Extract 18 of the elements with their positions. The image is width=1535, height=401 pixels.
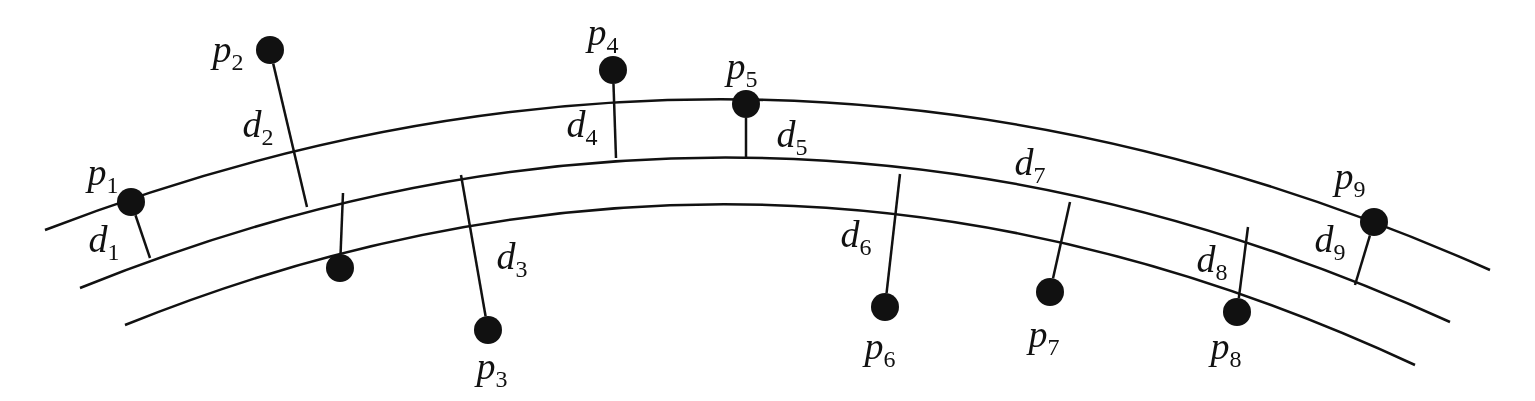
point-label: p$_{7}$	[1028, 311, 1060, 362]
point-label: p$_{6}$	[864, 323, 896, 374]
point-label: p$_{5}$	[726, 43, 758, 94]
distance-label: d$_{8}$	[1196, 236, 1228, 287]
distance-label: d$_{6}$	[840, 211, 872, 262]
point-label: p$_{3}$	[476, 343, 508, 394]
distance-label: d$_{3}$	[496, 233, 528, 284]
point-label: p$_{4}$	[587, 9, 619, 60]
point-label: p$_{1}$	[87, 149, 119, 200]
distance-label: d$_{9}$	[1314, 216, 1346, 267]
point-label: p$_{8}$	[1210, 323, 1242, 374]
distance-label: d$_{2}$	[242, 101, 274, 152]
point-label: p$_{9}$	[1334, 153, 1366, 204]
distance-label: d$_{4}$	[566, 101, 598, 152]
point-label: p$_{2}$	[212, 26, 244, 77]
distance-label: d$_{7}$	[1014, 139, 1046, 190]
distance-label: d$_{5}$	[776, 111, 808, 162]
distance-label: d$_{1}$	[88, 216, 120, 267]
